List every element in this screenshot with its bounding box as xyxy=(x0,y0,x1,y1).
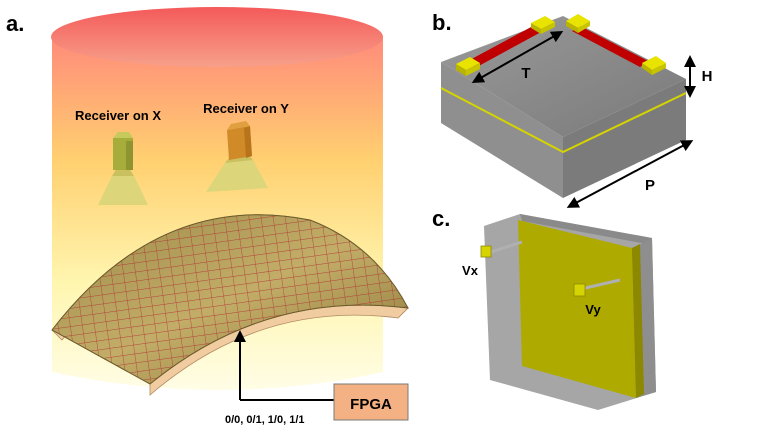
fpga-connector xyxy=(234,330,334,401)
fpga-label: FPGA xyxy=(350,396,392,413)
fpga-states-label: 0/0, 0/1, 1/0, 1/1 xyxy=(225,414,305,426)
vy-label: Vy xyxy=(585,302,601,317)
receiver-y-horn xyxy=(206,121,268,192)
unit-cell-left-face xyxy=(441,62,563,198)
dim-p-arrow xyxy=(566,140,694,208)
vx-feed xyxy=(480,240,523,258)
panel-b: T H P b. xyxy=(432,10,713,208)
receiver-x-label: Receiver on X xyxy=(75,108,161,123)
fpga-box xyxy=(333,383,409,421)
curved-metasurface xyxy=(51,214,409,396)
panel-c-label: c. xyxy=(432,206,450,231)
dim-t-label: T xyxy=(521,65,530,82)
panel-b-label: b. xyxy=(432,10,452,35)
patch-olive xyxy=(518,220,636,398)
receiver-x-horn xyxy=(98,132,148,205)
beam-top-ellipse xyxy=(51,7,383,67)
dim-t-arrow xyxy=(471,31,564,83)
panel-a-label: a. xyxy=(6,11,24,36)
vx-label: Vx xyxy=(462,263,479,278)
panel-a: FPGA 0/0, 0/1, 1/0, 1/1 Receiver on X Re… xyxy=(6,7,409,426)
dim-h-label: H xyxy=(702,68,713,85)
dim-p-label: P xyxy=(645,177,655,194)
slot-right xyxy=(572,26,648,67)
panel-c: Vx Vy c. xyxy=(432,206,656,410)
receiver-y-label: Receiver on Y xyxy=(203,101,289,116)
vy-feed xyxy=(573,278,621,297)
